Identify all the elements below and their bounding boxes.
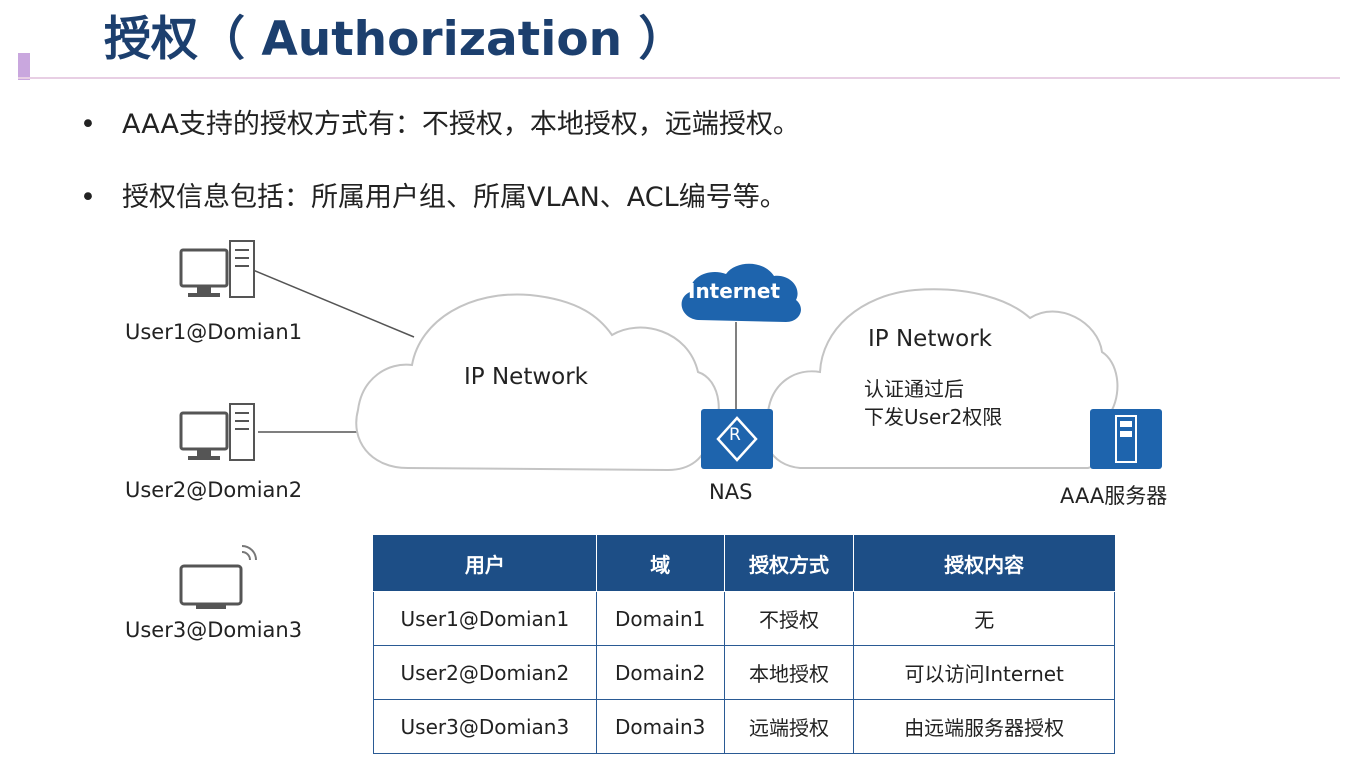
bullet-item: • 授权信息包括：所属用户组、所属VLAN、ACL编号等。 <box>80 180 787 216</box>
cell-auth-method: 远端授权 <box>723 699 855 754</box>
internet-label: Internet <box>688 279 781 303</box>
cell-domain: Domain1 <box>595 591 725 646</box>
cell-auth-content: 可以访问Internet <box>853 645 1115 700</box>
left-cloud-label: IP Network <box>464 364 588 390</box>
aaa-server-icon <box>1090 409 1162 469</box>
cell-domain: Domain3 <box>595 699 725 754</box>
cell-user: User3@Domian3 <box>373 699 597 754</box>
nas-label: NAS <box>709 480 753 504</box>
bullet-item: • AAA支持的授权方式有：不授权，本地授权，远端授权。 <box>80 107 800 143</box>
user1-computer-icon <box>179 240 255 298</box>
router-symbol: R <box>729 425 741 445</box>
title-divider <box>18 77 1340 79</box>
table-row: User3@Domian3 Domain3 远端授权 由远端服务器授权 <box>373 699 1115 754</box>
table-row: User1@Domian1 Domain1 不授权 无 <box>373 591 1115 646</box>
right-cloud-label: IP Network <box>868 326 992 352</box>
cell-auth-content: 由远端服务器授权 <box>853 699 1115 754</box>
bullet-text: AAA支持的授权方式有：不授权，本地授权，远端授权。 <box>122 109 800 140</box>
bullet-text: 授权信息包括：所属用户组、所属VLAN、ACL编号等。 <box>122 182 787 213</box>
page-title: 授权（ Authorization ） <box>104 12 686 67</box>
user3-laptop-icon <box>179 545 257 609</box>
cell-auth-method: 本地授权 <box>723 645 855 700</box>
header-auth-content: 授权内容 <box>853 535 1115 592</box>
bullet-dot: • <box>80 182 96 213</box>
authorization-table: 用户 域 授权方式 授权内容 User1@Domian1 Domain1 不授权… <box>373 535 1115 754</box>
user3-label: User3@Domian3 <box>125 618 303 642</box>
user2-label: User2@Domian2 <box>125 478 303 502</box>
cell-auth-content: 无 <box>853 591 1115 646</box>
table-row: User2@Domian2 Domain2 本地授权 可以访问Internet <box>373 645 1115 700</box>
arrow-note-line2: 下发User2权限 <box>864 405 1003 429</box>
user2-computer-icon <box>179 403 255 461</box>
header-domain: 域 <box>595 535 725 592</box>
cell-user: User1@Domian1 <box>373 591 597 646</box>
cell-domain: Domain2 <box>595 645 725 700</box>
bullet-dot: • <box>80 109 96 140</box>
cell-user: User2@Domian2 <box>373 645 597 700</box>
title-accent-bar <box>18 53 30 80</box>
user1-link <box>252 269 415 338</box>
table-header-row: 用户 域 授权方式 授权内容 <box>373 535 1115 592</box>
nas-router-icon <box>701 409 773 469</box>
header-user: 用户 <box>373 535 597 592</box>
internet-cloud-shape <box>681 263 801 322</box>
cloud-right <box>763 288 1119 469</box>
header-auth-method: 授权方式 <box>723 535 855 592</box>
aaa-server-label: AAA服务器 <box>1060 484 1168 508</box>
arrow-note-line1: 认证通过后 <box>864 377 964 401</box>
user1-label: User1@Domian1 <box>125 320 303 344</box>
cell-auth-method: 不授权 <box>723 591 855 646</box>
